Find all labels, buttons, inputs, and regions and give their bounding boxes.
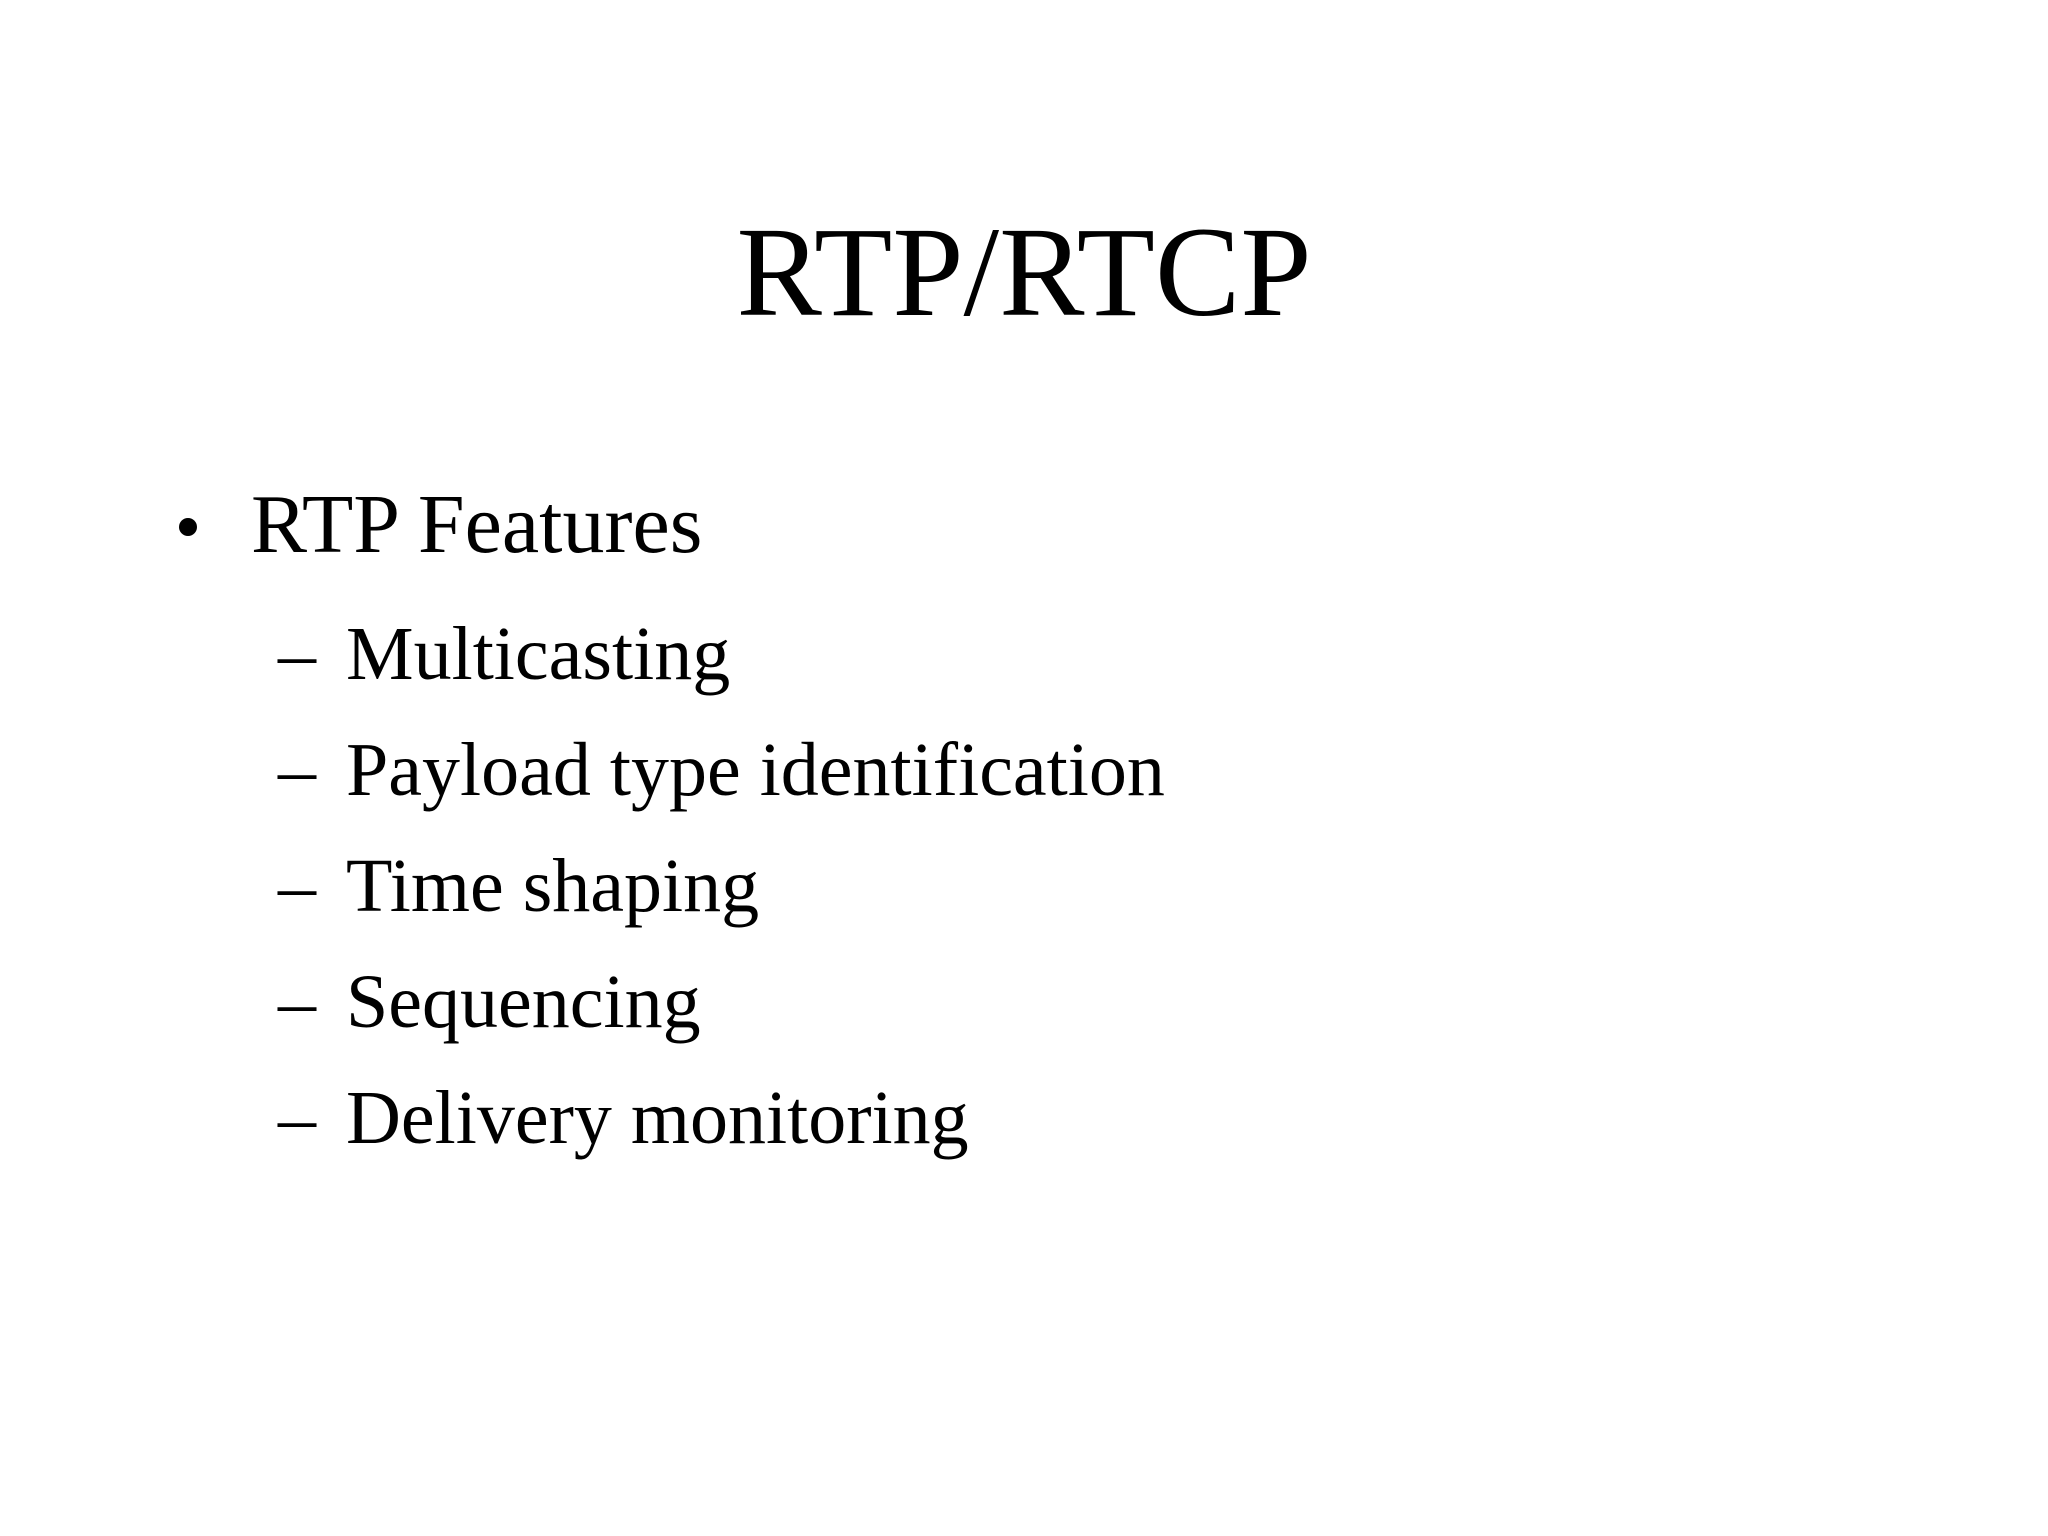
- sub-bullet-item: – Sequencing: [278, 944, 1165, 1060]
- bullet-text: RTP Features: [251, 478, 703, 571]
- dash-marker: –: [278, 960, 316, 1044]
- bullet-item: RTP Features: [172, 475, 702, 575]
- dash-marker: –: [278, 1076, 316, 1160]
- sub-bullet-text: Time shaping: [346, 844, 760, 928]
- sub-bullet-list: – Multicasting – Payload type identifica…: [278, 596, 1165, 1176]
- sub-bullet-text: Multicasting: [346, 612, 731, 696]
- dash-marker: –: [278, 612, 316, 696]
- sub-bullet-item: – Payload type identification: [278, 712, 1165, 828]
- dash-marker: –: [278, 728, 316, 812]
- bullet-dot-icon: [179, 518, 197, 536]
- dash-marker: –: [278, 844, 316, 928]
- sub-bullet-text: Delivery monitoring: [346, 1076, 969, 1160]
- slide-title: RTP/RTCP: [736, 201, 1312, 343]
- sub-bullet-item: – Delivery monitoring: [278, 1060, 1165, 1176]
- sub-bullet-text: Payload type identification: [346, 728, 1165, 812]
- sub-bullet-item: – Multicasting: [278, 596, 1165, 712]
- sub-bullet-item: – Time shaping: [278, 828, 1165, 944]
- sub-bullet-text: Sequencing: [346, 960, 701, 1044]
